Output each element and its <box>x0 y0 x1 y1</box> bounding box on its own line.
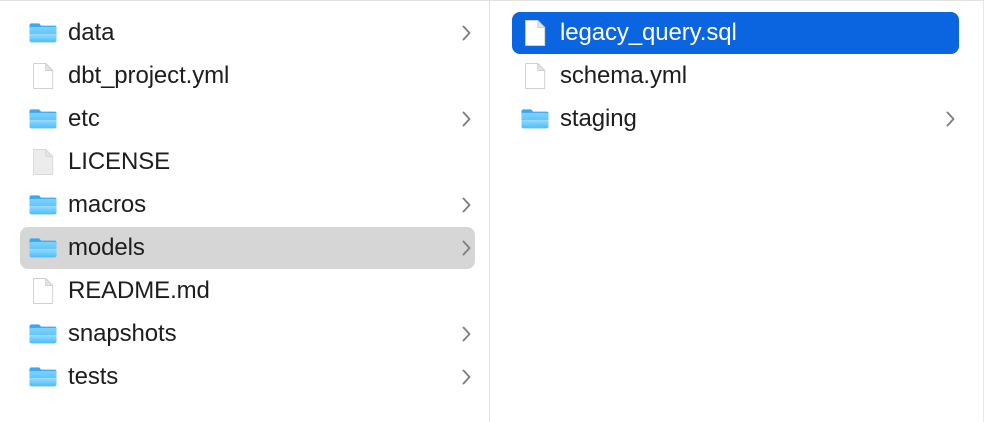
chevron-right-icon <box>459 108 475 130</box>
finder-column-models: legacy_query.sql schema.yml staging <box>490 1 984 422</box>
finder-item-label: snapshots <box>68 320 177 347</box>
finder-item-row[interactable]: macros <box>20 184 475 226</box>
finder-item-row[interactable]: README.md <box>20 270 475 312</box>
finder-item-row[interactable]: dbt_project.yml <box>20 55 475 97</box>
document-icon <box>520 61 550 91</box>
finder-item-label: data <box>68 19 115 46</box>
document-icon <box>28 276 58 306</box>
folder-icon <box>28 190 58 220</box>
folder-icon <box>28 18 58 48</box>
finder-item-label: staging <box>560 105 637 132</box>
document-icon <box>28 61 58 91</box>
document-icon <box>28 147 58 177</box>
finder-item-row[interactable]: schema.yml <box>512 55 959 97</box>
folder-icon <box>28 233 58 263</box>
finder-item-row[interactable]: etc <box>20 98 475 140</box>
finder-item-row[interactable]: snapshots <box>20 313 475 355</box>
chevron-right-icon <box>459 194 475 216</box>
finder-item-label: etc <box>68 105 100 132</box>
finder-item-label: dbt_project.yml <box>68 62 230 89</box>
folder-icon <box>28 319 58 349</box>
document-icon <box>520 18 550 48</box>
finder-item-label: models <box>68 234 145 261</box>
chevron-right-icon <box>459 366 475 388</box>
chevron-right-icon <box>459 237 475 259</box>
finder-item-row[interactable]: LICENSE <box>20 141 475 183</box>
finder-item-label: legacy_query.sql <box>560 19 737 46</box>
finder-item-row[interactable]: legacy_query.sql <box>512 12 959 54</box>
finder-item-row[interactable]: staging <box>512 98 959 140</box>
chevron-right-icon <box>459 22 475 44</box>
chevron-right-icon <box>943 108 959 130</box>
folder-icon <box>28 104 58 134</box>
finder-item-row[interactable]: tests <box>20 356 475 398</box>
finder-item-label: README.md <box>68 277 210 304</box>
folder-icon <box>520 104 550 134</box>
finder-item-row[interactable]: data <box>20 12 475 54</box>
finder-item-label: schema.yml <box>560 62 688 89</box>
chevron-right-icon <box>459 323 475 345</box>
finder-item-row[interactable]: models <box>20 227 475 269</box>
finder-item-label: macros <box>68 191 147 218</box>
folder-icon <box>28 362 58 392</box>
finder-item-label: LICENSE <box>68 148 171 175</box>
finder-item-label: tests <box>68 363 119 390</box>
